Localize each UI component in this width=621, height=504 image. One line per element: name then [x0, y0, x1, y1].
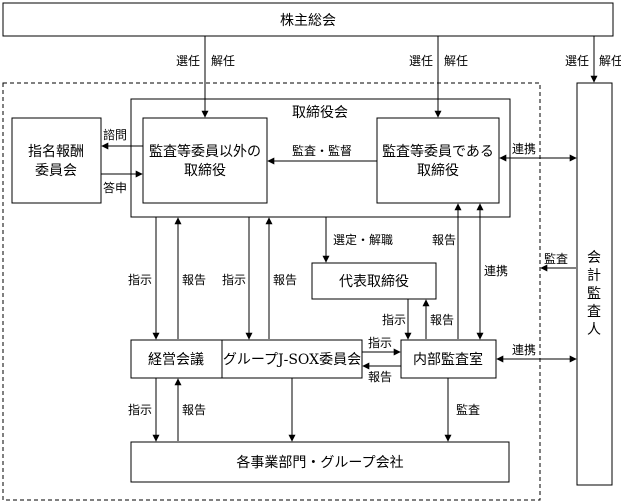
label-report-jsox: 報告 [273, 273, 297, 287]
label-appoint-3: 選任 [565, 54, 589, 68]
label-report-ia-ceo: 報告 [430, 313, 454, 327]
label-audit-divisions: 監査 [456, 402, 480, 417]
accounting-auditor-char-5: 人 [587, 322, 601, 338]
divisions-box [130, 441, 510, 483]
label-appoint-remove: 選定・解職 [333, 232, 393, 247]
label-audit-auditor: 監査 [544, 251, 568, 266]
label-dismiss-2: 解任 [444, 54, 468, 68]
nomination-committee-label-1: 指名報酬 [28, 144, 84, 160]
internal-audit-label: 内部監査室 [413, 351, 483, 368]
directors-non-audit-box [142, 117, 268, 204]
label-report-ia-jsox: 報告 [368, 370, 392, 384]
label-answer: 答申 [103, 180, 127, 195]
label-instruct-mgmt: 指示 [128, 272, 152, 287]
shareholders-meeting-box [2, 2, 614, 37]
accounting-auditor-char-4: 査 [587, 304, 601, 320]
jsox-committee-label: グループJ-SOX委員会 [223, 352, 361, 368]
shareholders-meeting-label: 株主総会 [280, 13, 336, 29]
label-dismiss-1: 解任 [211, 54, 235, 68]
label-cooperate-top: 連携 [512, 141, 536, 156]
nomination-committee-box [11, 117, 102, 204]
management-meeting-label: 経営会議 [148, 351, 204, 368]
label-report-mgmt: 報告 [182, 273, 206, 287]
label-instruct-ia: 指示 [382, 312, 406, 327]
internal-audit-box [400, 339, 497, 379]
directors-non-audit-label-2: 取締役 [184, 162, 226, 179]
directors-audit-label-2: 取締役 [417, 162, 459, 179]
label-instruct-jsox: 指示 [222, 272, 246, 287]
label-instruct-jsox-ia: 指示 [368, 335, 392, 350]
accounting-auditor-char-2: 計 [587, 268, 601, 284]
directors-audit-box [376, 117, 500, 204]
label-audit-supervise: 監査・監督 [292, 143, 352, 158]
label-consult: 諮問 [103, 128, 127, 142]
label-cooperate-vertical: 連携 [484, 263, 508, 278]
jsox-committee-box [221, 339, 363, 379]
company-boundary [2, 82, 541, 501]
accounting-auditor-box [576, 82, 613, 486]
accounting-auditor-char-1: 会 [587, 250, 601, 266]
label-instruct-divisions: 指示 [128, 402, 152, 417]
accounting-auditor-char-3: 監 [587, 285, 601, 302]
management-meeting-box [130, 339, 223, 379]
divisions-label: 各事業部門・グループ会社 [236, 455, 403, 471]
label-appoint-2: 選任 [409, 54, 433, 68]
label-report-ia: 報告 [432, 233, 456, 247]
nomination-committee-label-2: 委員会 [35, 163, 77, 179]
directors-non-audit-label-1: 監査等委員以外の [149, 143, 261, 160]
label-cooperate-bottom: 連携 [512, 342, 536, 357]
representative-director-label: 代表取締役 [339, 273, 409, 290]
directors-audit-label-1: 監査等委員である [382, 143, 494, 160]
label-report-divisions: 報告 [182, 403, 206, 417]
label-appoint-1: 選任 [176, 54, 200, 68]
label-dismiss-3: 解任 [599, 54, 621, 68]
board-of-directors-label: 取締役会 [292, 104, 348, 121]
representative-director-box [311, 262, 437, 300]
